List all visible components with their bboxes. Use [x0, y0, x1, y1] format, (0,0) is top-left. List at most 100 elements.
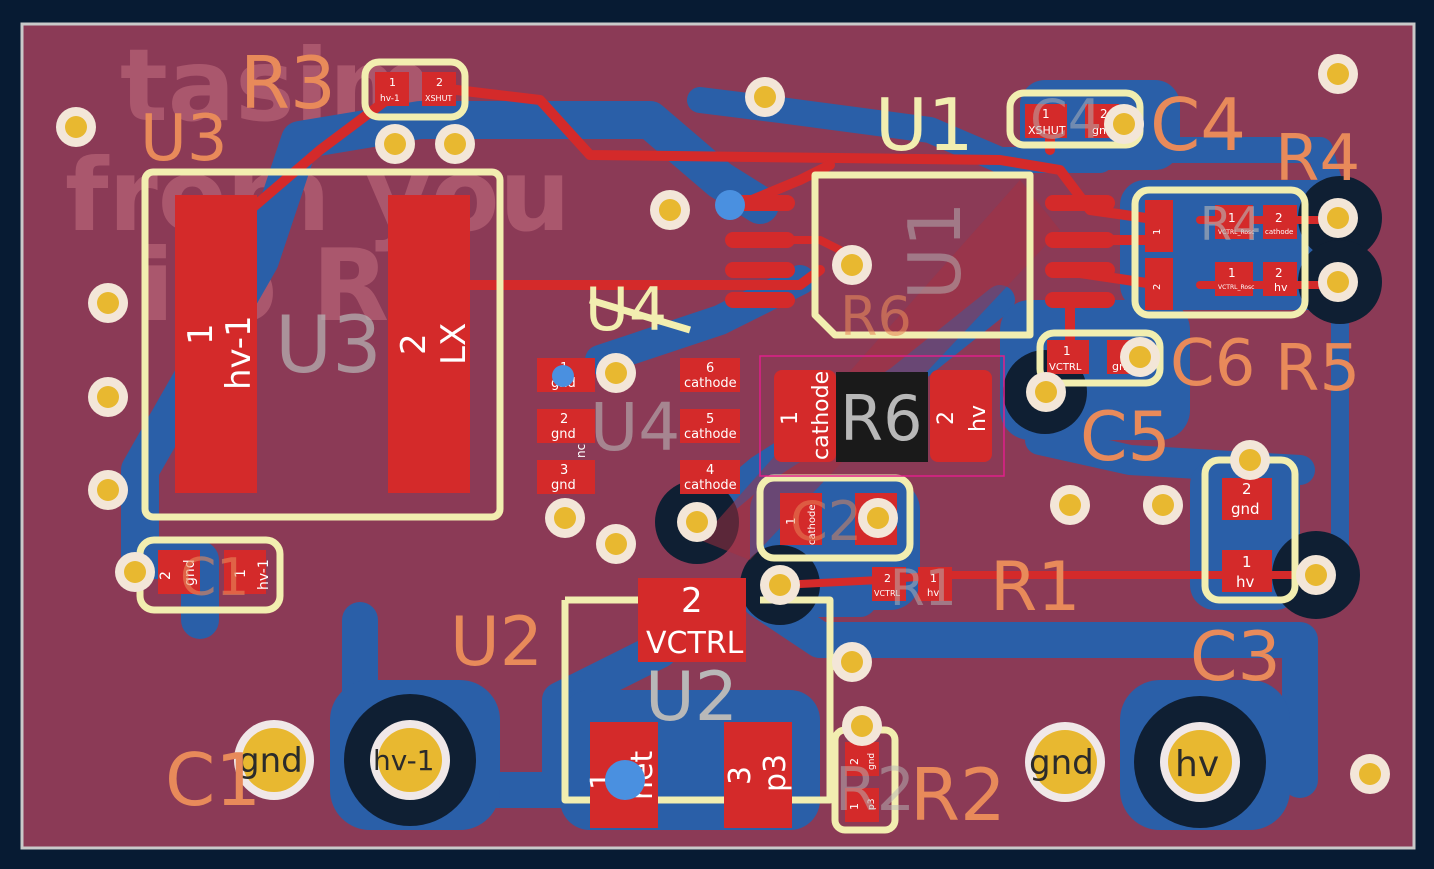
pad-u2-2[interactable] — [638, 578, 746, 662]
pad-u4-3[interactable] — [537, 460, 595, 494]
pad-c4-1-net: XSHUT — [1028, 124, 1066, 137]
pad-u4-6[interactable] — [680, 358, 740, 392]
pad-r3-2[interactable] — [422, 72, 456, 106]
pad-r3-1-num: 1 — [389, 76, 396, 89]
pad-u4-3-net: gnd — [551, 478, 576, 493]
pad-c2-1-net: cathode — [807, 504, 818, 545]
vias — [56, 54, 1390, 800]
ref-r1: R1 — [990, 548, 1081, 627]
pad-u4-2-num: 2 — [560, 412, 568, 427]
pad-r6-1[interactable] — [774, 370, 836, 462]
pad-u4-6-net: cathode — [684, 376, 737, 391]
pad-r2-1[interactable] — [845, 788, 879, 822]
pad-u3-1[interactable] — [175, 195, 257, 493]
pad-r4-2-num: 2 — [1275, 211, 1283, 225]
pads: 1 hv-1 2 LX 1 hv-1 2 XSHUT 1 XSHUT 2 gnd… — [158, 72, 1297, 828]
ref-r6: R6 — [840, 382, 923, 455]
pad-r5-1[interactable] — [1215, 262, 1253, 296]
pad-c3-1[interactable] — [1222, 550, 1272, 592]
pad-u4-5-num: 5 — [706, 412, 714, 427]
ref-u4-fab: U4 — [590, 389, 680, 466]
pad-r6-2[interactable] — [930, 370, 992, 462]
pad-u2-3-num: 3 — [723, 766, 758, 785]
pad-r5-1-net: VCTRL_Rosc — [1218, 284, 1254, 291]
ref-r4-fab: R4 — [1200, 197, 1261, 251]
pad-r2-1-num: 1 — [848, 803, 861, 810]
pad-c3-1-num: 1 — [1242, 553, 1252, 571]
pad-u3-2[interactable] — [388, 195, 470, 493]
ref-c4-fab: C4 — [1030, 88, 1102, 151]
pad-u4-4-num: 4 — [706, 463, 714, 478]
pad-r1-2-net: VCTRL — [874, 589, 901, 598]
pad-c3-1-net: hv — [1236, 573, 1255, 591]
ref-u2-silk: U2 — [450, 603, 543, 682]
pad-c1-1-net: hv-1 — [256, 559, 272, 590]
pad-u2-3-net: p3 — [758, 754, 793, 792]
ref-c3: C3 — [1190, 618, 1281, 697]
pad-c1-1-num: 1 — [233, 569, 249, 578]
pad-r5-2-num: 2 — [1275, 266, 1283, 280]
pad-c3-2[interactable] — [1222, 478, 1272, 520]
pad-c6-1-num: 1 — [1152, 229, 1163, 235]
connector-left-gnd: gnd — [238, 741, 303, 781]
pad-c4-1[interactable] — [1025, 104, 1067, 138]
pad-r3-1-net: hv-1 — [380, 94, 400, 104]
pad-u3-2-num: 2 — [394, 333, 434, 355]
pad-c3-2-num: 2 — [1242, 480, 1252, 498]
pad-r2-2-net: gnd — [867, 753, 877, 770]
pad-u2-2-num: 2 — [681, 581, 703, 621]
pad-c6-2[interactable] — [1145, 258, 1173, 310]
pad-r1-1-num: 1 — [930, 572, 937, 585]
pad-u4-5[interactable] — [680, 409, 740, 443]
pad-c6-1[interactable] — [1145, 200, 1173, 252]
r6-courtyard — [759, 355, 1005, 477]
pad-r1-1[interactable] — [918, 567, 952, 601]
pad-u4-2-net: gnd — [551, 427, 576, 442]
ref-c5: C5 — [1080, 398, 1171, 477]
connectors: gnd hv-1 gnd hv — [234, 720, 1240, 802]
pad-u3-1-num: 1 — [181, 323, 221, 345]
pad-u3-1-net: hv-1 — [219, 315, 259, 390]
pad-r2-2[interactable] — [845, 742, 879, 776]
pad-c1-2-num: 2 — [158, 571, 174, 580]
connector-right-hv: hv — [1175, 744, 1219, 785]
pad-c1-2[interactable] — [158, 550, 200, 594]
pad-u4-4-net: cathode — [684, 478, 737, 493]
pad-c3-2-net: gnd — [1231, 500, 1260, 518]
pad-r4-1[interactable] — [1215, 205, 1253, 239]
pad-u4-3-num: 3 — [560, 463, 568, 478]
pad-u4-4[interactable] — [680, 460, 740, 494]
pad-u4-2[interactable] — [537, 409, 595, 443]
pad-r4-2[interactable] — [1263, 205, 1297, 239]
pad-u4-nc-net: nc — [574, 444, 588, 458]
pad-c2-1[interactable] — [780, 493, 822, 545]
pad-c5-1-net: VCTRL — [1049, 362, 1082, 373]
pad-r3-2-num: 2 — [436, 76, 443, 89]
ref-u4-silk: U4 — [585, 275, 667, 345]
silkscreen — [136, 58, 1309, 834]
pad-r6-1-net: cathode — [809, 371, 834, 460]
pad-c1-1[interactable] — [224, 550, 266, 594]
pad-u4-6-num: 6 — [706, 361, 714, 376]
pad-c5-1[interactable] — [1047, 340, 1089, 374]
connector-left-hv: hv-1 — [373, 744, 434, 777]
pad-r5-2-net: hv — [1274, 281, 1288, 294]
connector-right-gnd: gnd — [1029, 743, 1094, 783]
ref-c4: C4 — [1150, 83, 1246, 167]
pad-r6-2-num: 2 — [934, 411, 959, 425]
pad-c2-1-num: 1 — [784, 517, 798, 525]
pad-r1-2-num: 2 — [884, 572, 891, 585]
ref-r2-fab: R2 — [835, 755, 915, 825]
ref-c6: C6 — [1170, 327, 1255, 401]
pad-r6-1-num: 1 — [778, 411, 803, 425]
r6-body — [836, 372, 928, 462]
pad-r1-2[interactable] — [872, 567, 906, 601]
pad-u2-3[interactable] — [724, 722, 792, 828]
pad-u4-5-net: cathode — [684, 427, 737, 442]
pad-r5-2[interactable] — [1263, 262, 1297, 296]
pad-c4-1-num: 1 — [1042, 107, 1050, 121]
pad-u2-2-net: VCTRL — [646, 626, 744, 661]
pad-r3-1[interactable] — [375, 72, 409, 106]
pad-r3-2-net: XSHUT — [425, 94, 452, 103]
